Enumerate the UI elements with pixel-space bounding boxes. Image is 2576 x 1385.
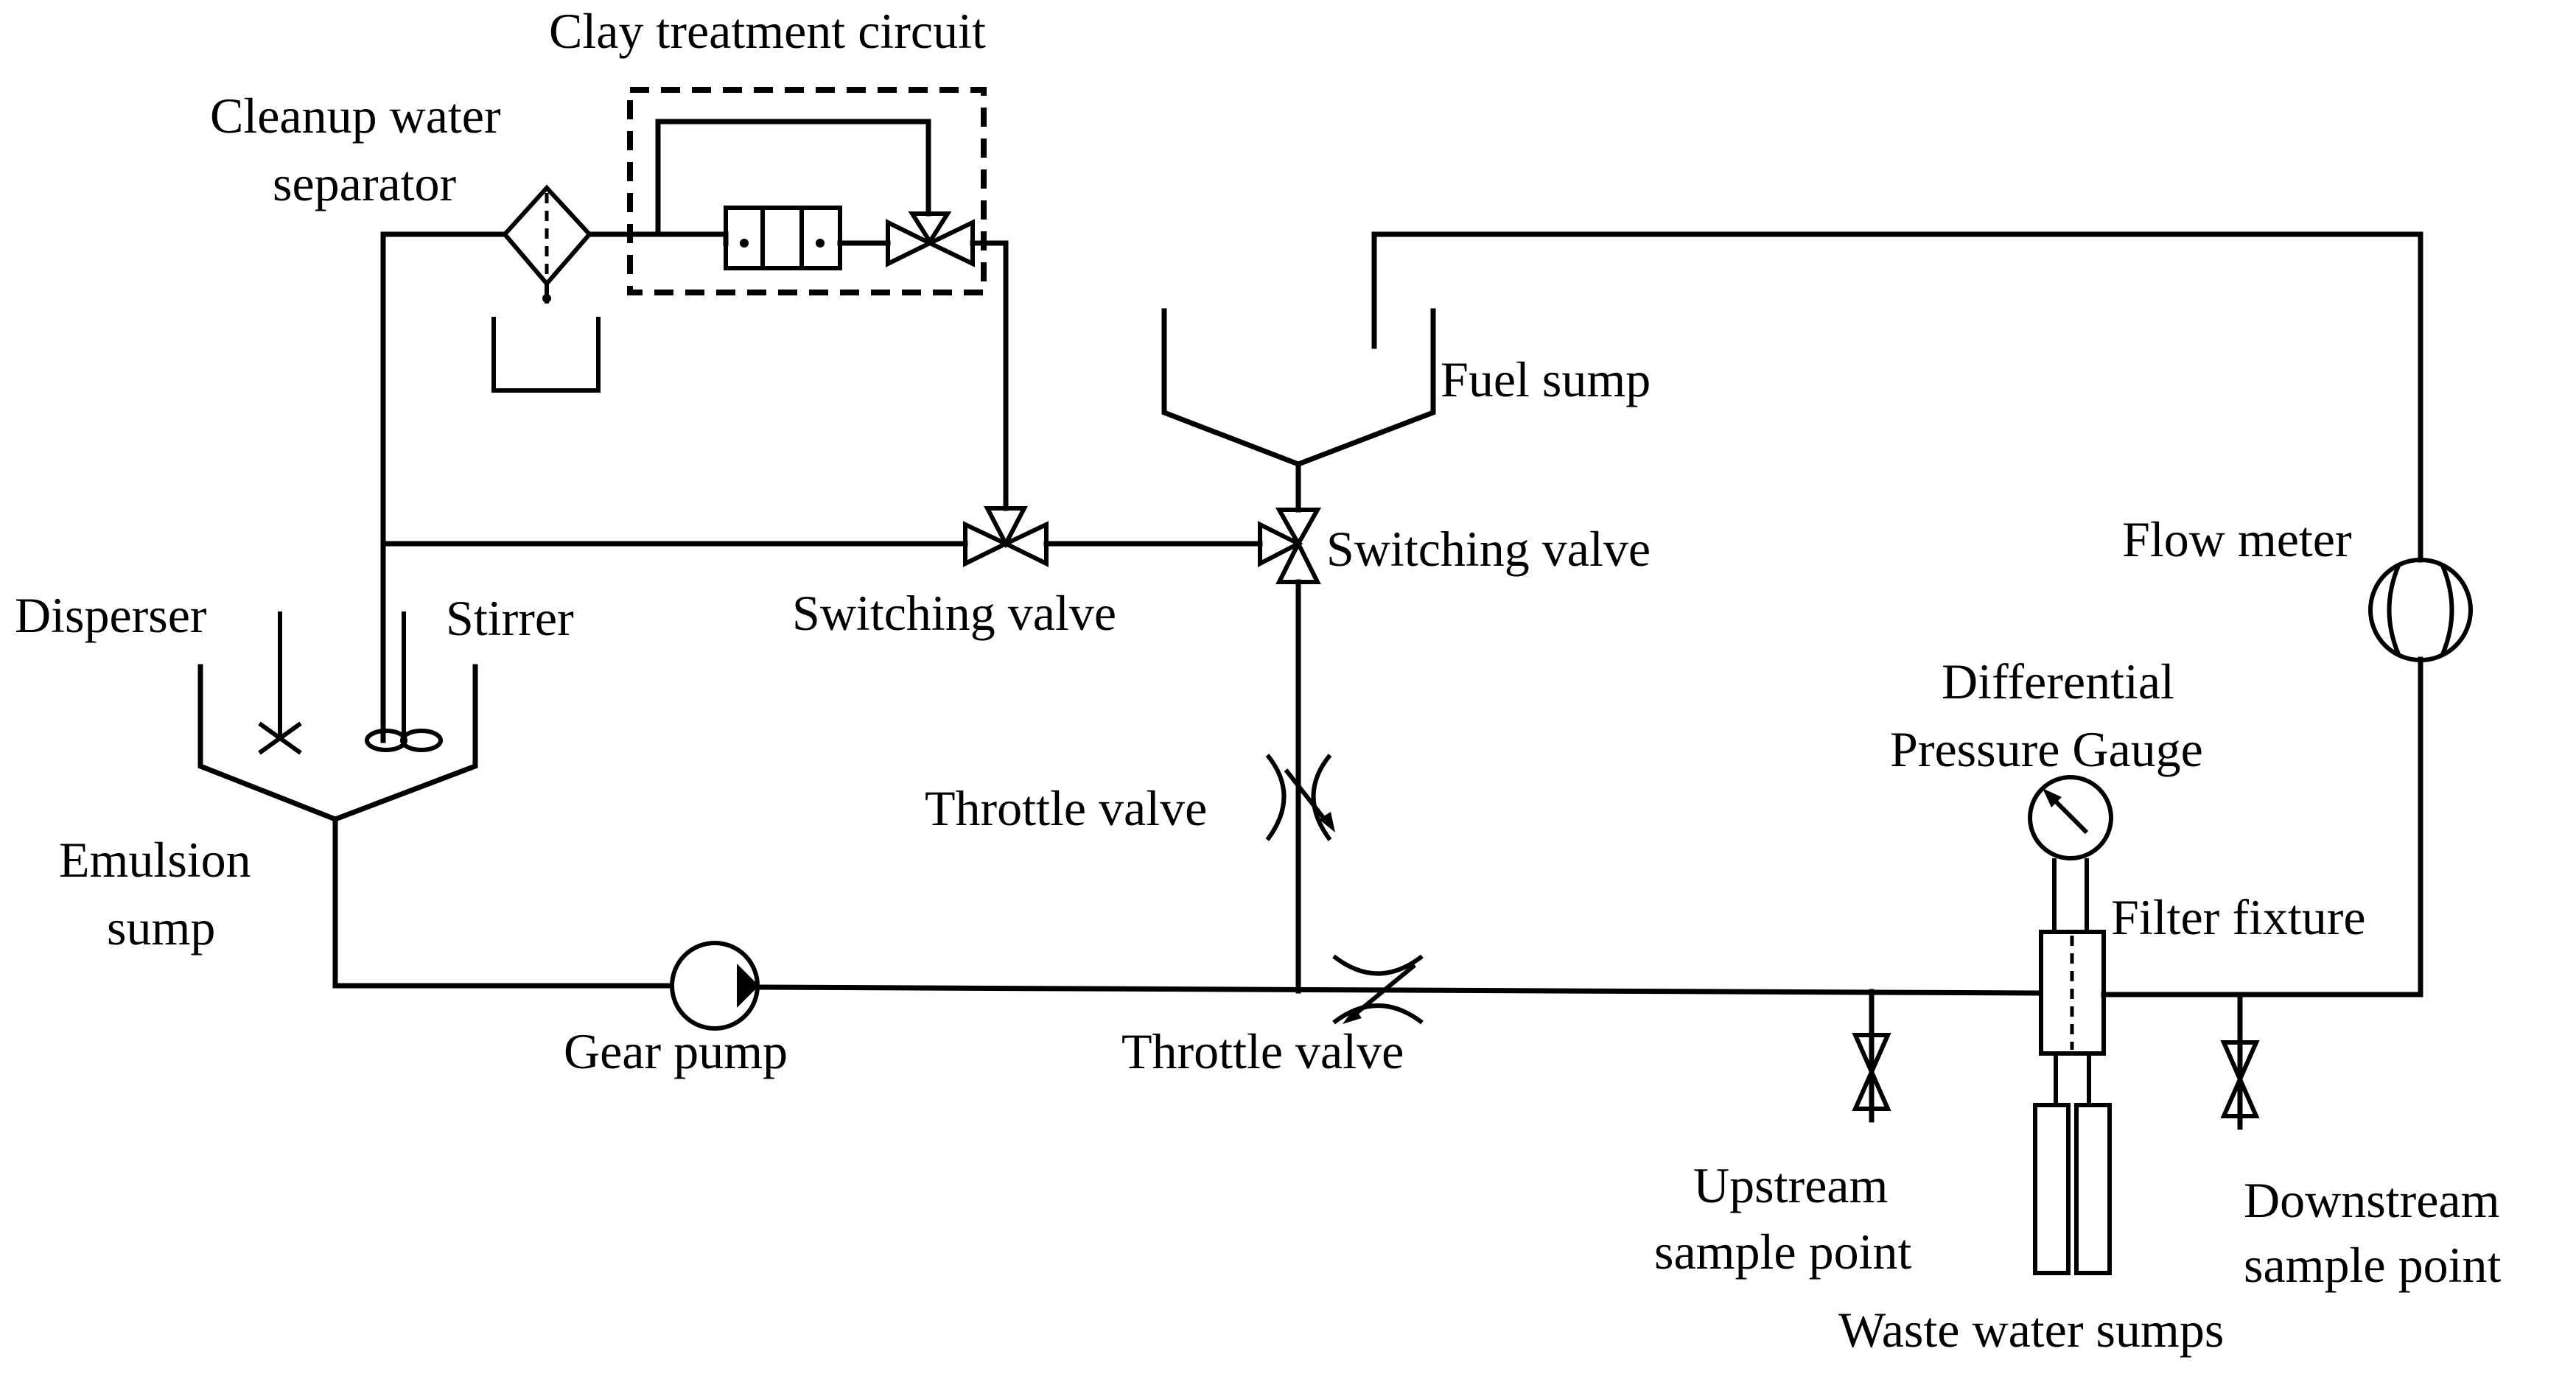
flow-meter — [2368, 558, 2473, 662]
fuel-sump-vessel — [1161, 308, 1436, 467]
clay-treatment-circuit — [627, 87, 987, 295]
label-emulsion-line2: sump — [107, 900, 215, 956]
filter-fixture-body — [2039, 930, 2106, 1056]
label-switching-valve-left: Switching valve — [792, 585, 1116, 641]
labels: Clay treatment circuit Cleanup water sep… — [15, 3, 2502, 1358]
pipe-return-top — [1371, 231, 2423, 563]
label-cleanup-line1: Cleanup water — [210, 88, 501, 144]
throttle-valve-upper — [1265, 754, 1335, 841]
stirrer — [365, 611, 443, 752]
label-waste-water: Waste water sumps — [1838, 1302, 2224, 1358]
pipe-clay-outlet — [970, 240, 1009, 511]
switching-valve-right — [1258, 508, 1322, 584]
flow-meter-body — [2368, 558, 2473, 662]
label-downstream-line2: sample point — [2244, 1237, 2502, 1293]
label-upstream-line2: sample point — [1654, 1224, 1912, 1280]
emulsion-sump — [197, 611, 478, 822]
pipe-clay-bypass — [655, 119, 931, 237]
label-throttle-valve-upper: Throttle valve — [925, 780, 1207, 836]
differential-pressure-gauge — [2028, 775, 2113, 932]
clay-three-way-valve — [886, 211, 975, 267]
label-cleanup-line2: separator — [273, 155, 457, 211]
label-emulsion-line1: Emulsion — [59, 832, 251, 888]
emulsion-sump-vessel — [197, 664, 478, 822]
pipe-return-left — [380, 231, 508, 743]
label-clay-circuit: Clay treatment circuit — [549, 3, 986, 59]
upstream-sample-valve — [1852, 1033, 1891, 1111]
label-downstream-line1: Downstream — [2244, 1172, 2499, 1228]
throttle-valve-lower — [1332, 954, 1424, 1025]
fuel-sump — [1161, 308, 1436, 467]
clay-filter — [723, 206, 842, 270]
label-gear-pump: Gear pump — [564, 1023, 788, 1079]
label-fuel-sump: Fuel sump — [1441, 351, 1651, 407]
dpg-dial — [2028, 775, 2113, 860]
pipe-sump-to-pump — [332, 816, 673, 989]
switching-valve-left — [963, 506, 1049, 567]
cleanup-water-separator — [491, 184, 601, 393]
label-dpg-line1: Differential — [1942, 653, 2174, 709]
pipe-network — [332, 119, 2423, 1130]
label-throttle-valve-lower: Throttle valve — [1121, 1023, 1404, 1079]
gear-pump — [670, 941, 760, 1031]
waste-water-sumps — [2033, 1103, 2112, 1275]
downstream-sample-valve — [2220, 1040, 2260, 1118]
separator-water-cup — [491, 317, 601, 393]
disperser — [258, 611, 302, 755]
label-flow-meter: Flow meter — [2122, 511, 2352, 567]
label-stirrer: Stirrer — [446, 590, 574, 646]
label-filter-fixture: Filter fixture — [2111, 889, 2366, 945]
filter-fixture — [2039, 930, 2106, 1105]
label-upstream-line1: Upstream — [1693, 1157, 1888, 1213]
pipe-main-bottom — [756, 984, 2040, 996]
label-dpg-line2: Pressure Gauge — [1890, 721, 2203, 777]
label-switching-valve-right: Switching valve — [1326, 521, 1651, 577]
label-disperser: Disperser — [15, 587, 207, 643]
